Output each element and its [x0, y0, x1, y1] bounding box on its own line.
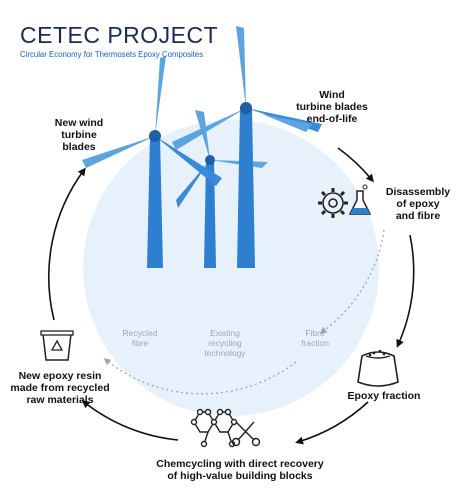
page-subtitle: Circular Economy for Thermosets Epoxy Co…	[20, 50, 204, 59]
arc-chemcycling-to-resin	[81, 400, 179, 441]
gear-icon	[318, 188, 348, 218]
molecule-icon	[190, 408, 238, 448]
label-epoxy-fraction: Epoxy fraction	[347, 390, 421, 402]
label-recycled-fibre: Recycled fibre	[122, 328, 158, 348]
wind-turbine-icon	[82, 26, 322, 268]
label-new-resin: New epoxy resin made from recycled raw m…	[10, 370, 110, 406]
page-title: CETEC PROJECT	[20, 22, 219, 48]
existing-path-upper	[319, 229, 385, 334]
label-chemcycling: Chemcycling with direct recovery of high…	[156, 458, 324, 482]
scissors-icon	[231, 421, 261, 447]
central-circle	[83, 120, 379, 416]
flask-icon	[348, 184, 372, 215]
label-fibre-fraction: Fibre fraction	[301, 328, 329, 348]
label-new-blades: New wind turbine blades	[54, 117, 104, 153]
recycle-bucket-icon	[40, 330, 74, 361]
sack-icon	[357, 349, 399, 387]
arc-epoxy-to-chemcycling	[295, 401, 369, 445]
label-disassembly: Disassembly of epoxy and fibre	[385, 186, 451, 222]
label-end-of-life: Wind turbine blades end-of-life	[296, 89, 368, 125]
blade-fragment-icon	[262, 114, 312, 132]
arc-endoflife-to-disassembly	[337, 147, 374, 183]
arc-resin-to-blades	[47, 167, 86, 321]
label-existing-tech: Existing recycling technology	[204, 328, 246, 358]
arc-disassembly-to-epoxy	[396, 234, 415, 348]
